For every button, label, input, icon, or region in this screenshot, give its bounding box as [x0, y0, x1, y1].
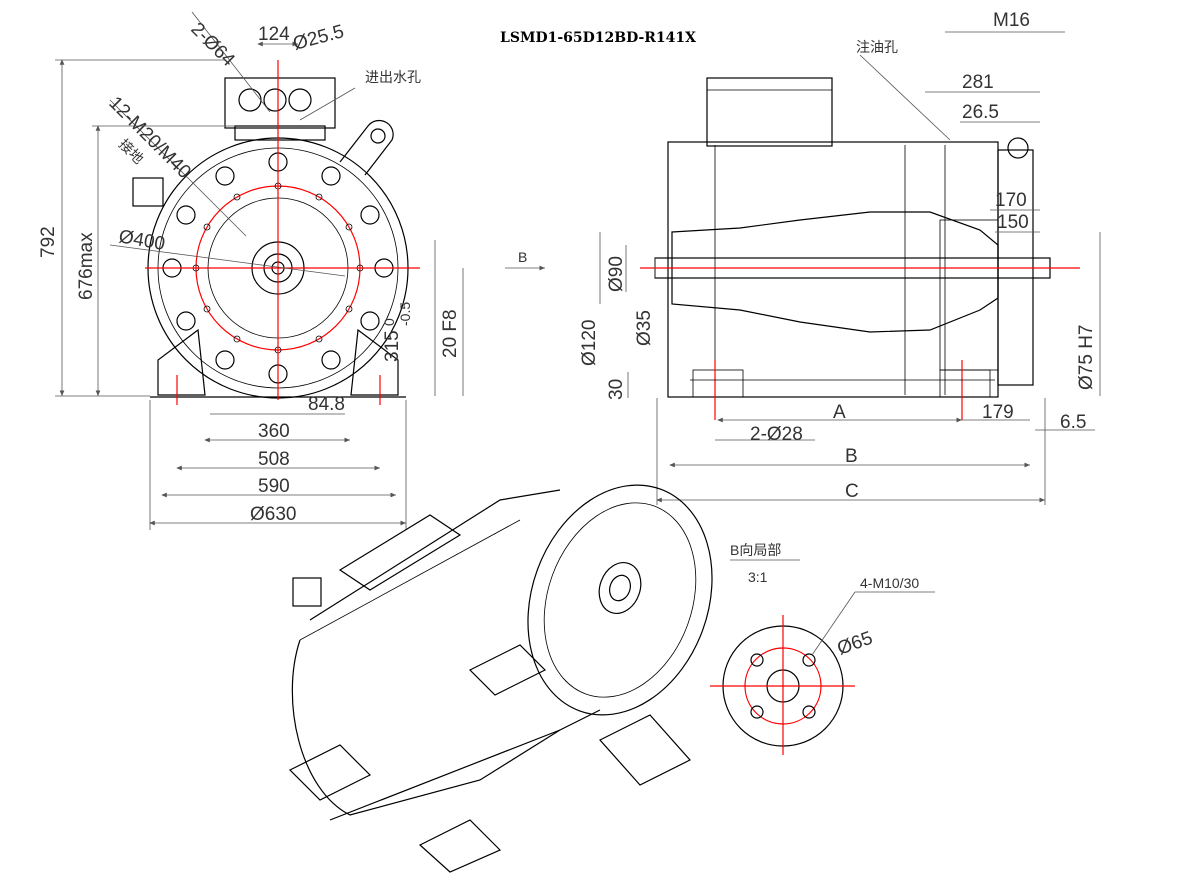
side-view	[640, 77, 1080, 420]
label-water-ports: 进出水孔	[365, 69, 421, 85]
label-oil-hole: 注油孔	[856, 39, 898, 55]
labels: LSMD1-65D12BD-R141X 2-Ø64 124 Ø25.5 进出水孔…	[38, 10, 1097, 660]
label-detail-scale: 3:1	[748, 569, 768, 585]
detail-view-b	[710, 559, 935, 755]
label-d120: Ø120	[579, 320, 600, 366]
label-360: 360	[258, 421, 290, 442]
label-d75h7: Ø75 H7	[1076, 325, 1097, 390]
label-281: 281	[962, 72, 994, 93]
label-676max: 676max	[76, 232, 97, 300]
label-792: 792	[38, 226, 59, 258]
label-a: A	[833, 402, 846, 423]
label-b: B	[845, 446, 858, 467]
label-26-5: 26.5	[962, 102, 999, 123]
label-315: 315	[382, 330, 403, 362]
label-315-tol-lower: -0.5	[397, 302, 413, 326]
label-590: 590	[258, 476, 290, 497]
label-arrow-b: B	[518, 249, 527, 265]
side-view-dimensions	[505, 31, 1101, 505]
label-30: 30	[606, 379, 627, 400]
front-view-dimensions	[55, 11, 464, 530]
isometric-view	[288, 484, 713, 873]
label-d90: Ø90	[606, 256, 627, 292]
label-124: 124	[258, 24, 290, 45]
label-detail-holes: 4-M10/30	[860, 575, 919, 591]
label-top-holes: 2-Ø64	[186, 19, 238, 71]
label-84-8: 84.8	[308, 394, 345, 415]
label-508: 508	[258, 449, 290, 470]
label-150: 150	[997, 212, 1029, 233]
label-170: 170	[995, 190, 1027, 211]
label-d400: Ø400	[117, 226, 166, 255]
label-bolt-holes: 12-M20/M40	[104, 93, 194, 183]
label-6-5: 6.5	[1060, 412, 1086, 433]
label-d65: Ø65	[835, 628, 876, 660]
label-d630: Ø630	[250, 504, 296, 525]
label-c: C	[845, 481, 859, 502]
label-179: 179	[982, 402, 1014, 423]
label-d25-5: Ø25.5	[291, 21, 346, 55]
label-315-tol-upper: 0	[381, 318, 397, 326]
label-2-d28: 2-Ø28	[750, 424, 803, 445]
label-m16: M16	[993, 10, 1030, 31]
front-view	[132, 60, 420, 405]
label-20f8: 20 F8	[440, 309, 461, 358]
label-detail-title: B向局部	[730, 542, 781, 558]
label-d35: Ø35	[634, 310, 655, 346]
drawing-title: LSMD1-65D12BD-R141X	[500, 30, 696, 46]
